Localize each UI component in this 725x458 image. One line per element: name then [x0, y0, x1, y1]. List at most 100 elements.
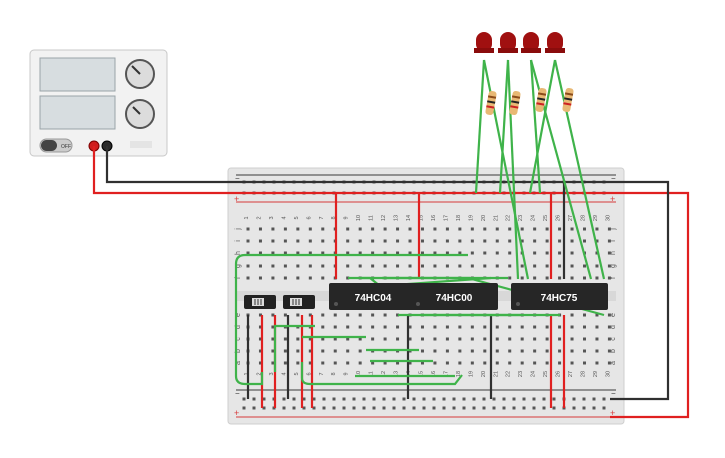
leds[interactable] — [474, 32, 565, 53]
column-number: 20 — [481, 215, 487, 221]
breadboard-hole — [472, 397, 476, 401]
breadboard-hole — [508, 325, 512, 329]
column-number: 14 — [406, 215, 412, 221]
breadboard-hole — [258, 325, 262, 329]
breadboard-hole — [458, 325, 462, 329]
breadboard-hole — [412, 397, 416, 401]
breadboard-hole — [483, 227, 487, 231]
breadboard-hole — [362, 406, 366, 410]
breadboard-hole — [308, 337, 312, 341]
breadboard-hole — [495, 349, 499, 353]
breadboard-hole — [495, 264, 499, 268]
breadboard-hole — [282, 397, 286, 401]
slide-switch-1[interactable] — [244, 295, 276, 309]
breadboard-hole — [558, 227, 562, 231]
breadboard-hole — [470, 337, 474, 341]
rail-plus-bottom: + — [234, 408, 239, 418]
breadboard-hole — [445, 227, 449, 231]
supply-wire-red[interactable] — [92, 146, 690, 419]
breadboard-hole — [533, 325, 537, 329]
breadboard-hole — [252, 397, 256, 401]
column-number: 7 — [319, 372, 325, 375]
column-number: 12 — [381, 215, 387, 221]
breadboard-hole — [433, 337, 437, 341]
breadboard-hole — [545, 239, 549, 243]
breadboard-hole — [420, 325, 424, 329]
resistors[interactable] — [485, 87, 574, 116]
row-letter: b — [235, 349, 242, 353]
led-1[interactable] — [474, 32, 494, 53]
breadboard-hole — [371, 264, 375, 268]
led-2[interactable] — [498, 32, 518, 53]
breadboard-hole — [595, 239, 599, 243]
breadboard-hole — [570, 251, 574, 255]
breadboard-hole — [452, 406, 456, 410]
current-display — [39, 95, 116, 130]
breadboard-hole — [583, 325, 587, 329]
breadboard-hole — [382, 406, 386, 410]
breadboard-hole — [570, 276, 574, 280]
breadboard-hole — [483, 349, 487, 353]
breadboard-hole — [508, 276, 512, 280]
chip-label: 74HC00 — [436, 293, 473, 304]
breadboard-hole — [445, 325, 449, 329]
breadboard-hole — [482, 397, 486, 401]
breadboard-hole — [458, 349, 462, 353]
breadboard-hole — [358, 313, 362, 317]
breadboard-hole — [383, 239, 387, 243]
breadboard-hole — [495, 337, 499, 341]
breadboard-hole — [346, 227, 350, 231]
breadboard-hole — [583, 337, 587, 341]
column-number: 23 — [518, 215, 524, 221]
column-number: 26 — [556, 371, 562, 377]
row-letter: f — [235, 277, 242, 279]
breadboard-hole — [371, 227, 375, 231]
power-supply[interactable]: OFF — [29, 49, 168, 157]
row-letter: c — [235, 337, 242, 341]
breadboard-hole — [302, 406, 306, 410]
led-4[interactable] — [545, 32, 565, 53]
breadboard-hole — [545, 325, 549, 329]
breadboard-hole — [582, 406, 586, 410]
row-letter: d — [235, 325, 242, 329]
breadboard-hole — [308, 227, 312, 231]
breadboard-hole — [495, 361, 499, 365]
breadboard-hole — [512, 397, 516, 401]
breadboard-hole — [583, 349, 587, 353]
breadboard-hole — [246, 264, 250, 268]
column-number: 7 — [319, 216, 325, 219]
breadboard-hole — [542, 406, 546, 410]
column-number: 10 — [356, 215, 362, 221]
breadboard-hole — [458, 361, 462, 365]
breadboard-hole — [321, 227, 325, 231]
column-number: 8 — [331, 372, 337, 375]
breadboard-hole — [472, 406, 476, 410]
breadboard-hole — [372, 406, 376, 410]
breadboard-hole — [346, 251, 350, 255]
supply-wire-black[interactable] — [105, 146, 670, 401]
row-letter: g — [235, 264, 242, 268]
breadboard-hole — [402, 406, 406, 410]
breadboard-hole — [358, 264, 362, 268]
row-letter: f — [610, 277, 617, 279]
breadboard-hole — [346, 264, 350, 268]
breadboard-hole — [508, 337, 512, 341]
led-3[interactable] — [521, 32, 541, 53]
breadboard-hole — [570, 337, 574, 341]
breadboard-hole — [271, 227, 275, 231]
slide-switch-2[interactable] — [283, 295, 315, 309]
column-number: 5 — [294, 372, 300, 375]
breadboard-hole — [508, 349, 512, 353]
breadboard-hole — [283, 349, 287, 353]
breadboard-hole — [408, 361, 412, 365]
breadboard-hole — [483, 325, 487, 329]
chip-74hc75[interactable]: 74HC75 — [511, 283, 608, 310]
column-number: 6 — [306, 372, 312, 375]
chip-74hc00[interactable]: 74HC00 — [410, 283, 498, 310]
breadboard-hole — [508, 251, 512, 255]
breadboard-hole — [283, 337, 287, 341]
breadboard-hole — [321, 251, 325, 255]
chip-74hc04[interactable]: 74HC04 — [329, 283, 417, 310]
rail-plus-bottom-right: + — [610, 408, 615, 418]
rail-minus-bottom-right: − — [611, 389, 616, 398]
